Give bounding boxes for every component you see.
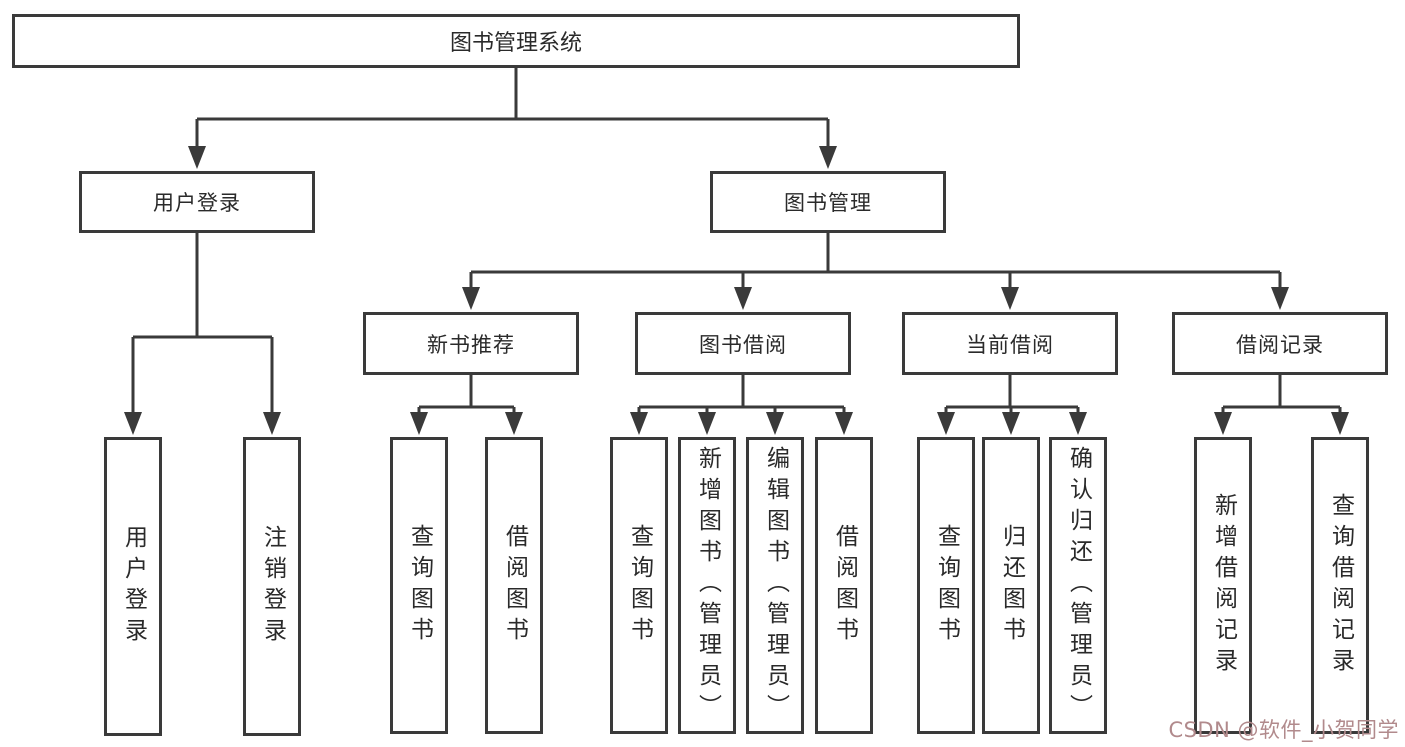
node-user-login: 用户登录 — [79, 171, 315, 233]
connector-root-to-level2 — [195, 68, 830, 151]
leaf-query-book-current: 查询图书 — [917, 437, 975, 734]
node-label: 图书管理系统 — [449, 31, 582, 56]
connector-borrow-record-to-leaves — [1221, 375, 1342, 417]
leaf-add-book-admin: 新增图书（管理员） — [678, 437, 736, 734]
arrowhead-leaf-user-login — [124, 412, 142, 435]
node-borrow-record: 借阅记录 — [1172, 312, 1388, 375]
arrowhead-book-management — [819, 146, 837, 169]
arrowhead-user-login — [188, 146, 206, 169]
arrowhead-current-borrow — [1001, 287, 1019, 310]
connector-book-borrow-to-leaves — [637, 375, 846, 417]
arrowhead-leaf-return-book — [1002, 412, 1020, 435]
leaf-query-book-recommend: 查询图书 — [390, 437, 448, 734]
arrowhead-leaf-borrow-book-1 — [505, 412, 523, 435]
node-label: 新书推荐 — [427, 332, 515, 357]
node-label: 用户登录 — [120, 524, 147, 649]
arrowhead-new-book-recommend — [462, 287, 480, 310]
arrowhead-borrow-record — [1271, 287, 1289, 310]
arrowhead-leaf-add-borrow-record — [1214, 412, 1232, 435]
node-label: 注销登录 — [259, 524, 286, 649]
node-label: 借阅记录 — [1236, 332, 1324, 357]
node-library-management-system: 图书管理系统 — [12, 14, 1020, 68]
arrowhead-leaf-query-book-1 — [410, 412, 428, 435]
node-label: 查询图书 — [406, 523, 433, 648]
leaf-query-borrow-record: 查询借阅记录 — [1311, 437, 1369, 734]
arrowhead-leaf-logout — [263, 412, 281, 435]
node-label: 归还图书 — [998, 523, 1025, 648]
node-label: 编辑图书（管理员） — [762, 446, 789, 725]
leaf-logout: 注销登录 — [243, 437, 301, 736]
arrowhead-leaf-edit-book — [766, 412, 784, 435]
csdn-watermark: CSDN @软件_小贺同学 — [1168, 718, 1399, 742]
arrowhead-leaf-query-borrow-record — [1331, 412, 1349, 435]
leaf-add-borrow-record: 新增借阅记录 — [1194, 437, 1252, 734]
node-book-borrow: 图书借阅 — [635, 312, 851, 375]
node-label: 确认归还（管理员） — [1065, 446, 1092, 725]
leaf-query-book-borrow: 查询图书 — [610, 437, 668, 734]
node-label: 借阅图书 — [831, 523, 858, 648]
leaf-confirm-return-admin: 确认归还（管理员） — [1049, 437, 1107, 734]
node-label: 图书借阅 — [699, 332, 787, 357]
node-new-book-recommend: 新书推荐 — [363, 312, 579, 375]
node-label: 图书管理 — [784, 191, 872, 215]
leaf-user-login: 用户登录 — [104, 437, 162, 736]
leaf-return-book: 归还图书 — [982, 437, 1040, 734]
node-current-borrow: 当前借阅 — [902, 312, 1118, 375]
node-label: 查询图书 — [933, 523, 960, 648]
arrowhead-book-borrow — [734, 287, 752, 310]
node-label: 当前借阅 — [966, 332, 1054, 357]
node-book-management: 图书管理 — [710, 171, 946, 233]
arrowhead-leaf-borrow-book-2 — [835, 412, 853, 435]
leaf-borrow-book-recommend: 借阅图书 — [485, 437, 543, 734]
node-label: 借阅图书 — [501, 523, 528, 648]
arrowhead-leaf-query-book-2 — [630, 412, 648, 435]
leaf-borrow-book: 借阅图书 — [815, 437, 873, 734]
connector-new-book-recommend-to-leaves — [417, 375, 516, 417]
arrowhead-leaf-query-book-3 — [937, 412, 955, 435]
arrowhead-leaf-add-book — [698, 412, 716, 435]
arrowhead-leaf-confirm-return — [1069, 412, 1087, 435]
leaf-edit-book-admin: 编辑图书（管理员） — [746, 437, 804, 734]
connector-current-borrow-to-leaves — [944, 375, 1080, 417]
node-label: 新增借阅记录 — [1210, 492, 1237, 679]
connector-book-management-to-level3 — [469, 233, 1282, 292]
node-label: 新增图书（管理员） — [694, 446, 721, 725]
connector-user-login-to-leaves — [131, 233, 274, 417]
node-label: 查询借阅记录 — [1327, 492, 1354, 679]
node-label: 查询图书 — [626, 523, 653, 648]
node-label: 用户登录 — [153, 191, 241, 215]
